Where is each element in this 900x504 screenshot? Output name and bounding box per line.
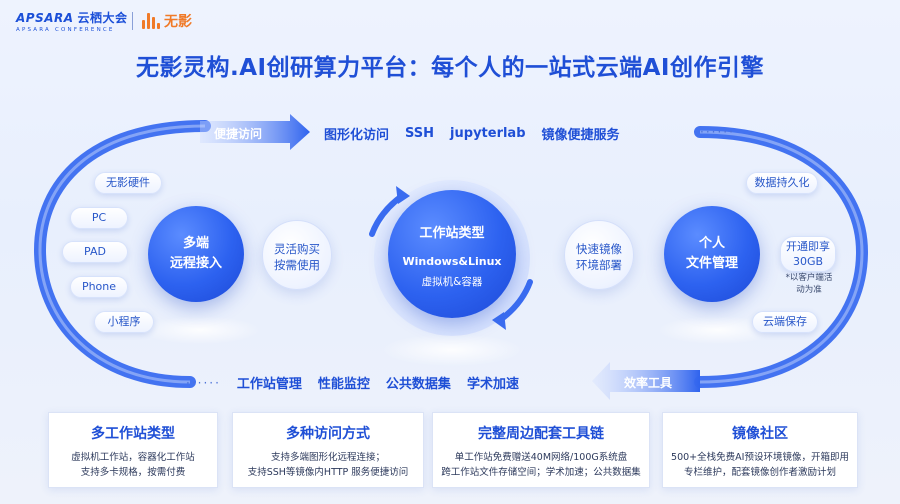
tool-item: 性能监控 xyxy=(317,377,370,392)
circle-line: 个人 xyxy=(698,236,725,251)
circle-line: 快速镜像 xyxy=(576,242,622,256)
card-title: 镜像社区 xyxy=(732,426,788,442)
pill-device: PAD xyxy=(62,241,128,263)
wuying-logo: 无影 xyxy=(142,11,192,31)
quick-image-deploy-circle: 快速镜像 环境部署 xyxy=(564,220,634,290)
circle-line: 灵活购买 xyxy=(274,242,320,256)
card-title: 完整周边配套工具链 xyxy=(478,426,604,442)
center-title: 工作站类型 xyxy=(419,226,485,241)
flexible-purchase-circle: 灵活购买 按需使用 xyxy=(262,220,332,290)
note-line: *以客户端活 xyxy=(785,273,833,283)
efficiency-tools-row: ······ 工作站管理 性能监控 公共数据集 学术加速 xyxy=(186,373,519,393)
storage-note: *以客户端活 动为准 xyxy=(778,272,840,296)
card-line: 支持多端图形化远程连接； xyxy=(270,452,385,463)
pill-cloud-save: 云端保存 xyxy=(752,311,818,333)
access-item: 镜像便捷服务 xyxy=(541,128,620,143)
circle-line: 按需使用 xyxy=(274,258,320,272)
pill-line: 开通即享 xyxy=(786,240,830,253)
logo-divider xyxy=(132,12,133,30)
page-title: 无影灵构.AI创研算力平台：每个人的一站式云端AI创作引擎 xyxy=(136,55,764,81)
personal-file-management-circle: 个人 文件管理 xyxy=(664,206,760,302)
pill-line: 30GB xyxy=(792,255,824,268)
note-line: 动为准 xyxy=(796,285,822,295)
apsara-wordmark: APSARA xyxy=(16,11,74,25)
apsara-cn-name: 云栖大会 xyxy=(77,11,128,25)
access-item: SSH xyxy=(405,126,435,141)
top-arrow xyxy=(200,114,310,150)
card-line: 支持SSH等镜像内HTTP 服务便捷访问 xyxy=(247,467,409,478)
tool-item: 工作站管理 xyxy=(236,377,302,392)
pill-data-persistence: 数据持久化 xyxy=(746,172,818,194)
tool-item: 公共数据集 xyxy=(385,377,451,392)
card-line: 跨工作站文件存储空间；学术加速；公共数据集 xyxy=(441,467,641,478)
apsara-subtitle: APSARA CONFERENCE xyxy=(16,27,115,33)
feature-card: 多工作站类型 虚拟机工作站，容器化工作站 支持多卡规格，按需付费 xyxy=(48,412,218,488)
feature-card: 完整周边配套工具链 单工作站免费赠送40M网络/100G系统盘 跨工作站文件存储… xyxy=(432,412,650,488)
circle-line: 远程接入 xyxy=(169,256,222,271)
top-arrow-label: 便捷访问 xyxy=(214,127,263,141)
workstation-type-circle: 工作站类型 Windows&Linux 虚拟机&容器 xyxy=(388,190,516,318)
center-line: Windows&Linux xyxy=(402,255,502,268)
feature-card: 多种访问方式 支持多端图形化远程连接； 支持SSH等镜像内HTTP 服务便捷访问 xyxy=(232,412,424,488)
card-title: 多工作站类型 xyxy=(91,426,175,442)
pill-free-storage: 开通即享 30GB xyxy=(780,236,836,272)
pill-device: PC xyxy=(70,207,128,229)
bottom-arrow xyxy=(592,362,700,400)
circle-line: 多端 xyxy=(182,236,209,251)
bottom-arrow-label: 效率工具 xyxy=(624,376,673,390)
center-line: 虚拟机&容器 xyxy=(421,276,483,288)
top-dots: ······ xyxy=(700,125,735,139)
left-loop-arc xyxy=(33,120,211,388)
access-item: jupyterlab xyxy=(450,126,526,141)
circle-line: 环境部署 xyxy=(576,258,622,272)
pill-device: 无影硬件 xyxy=(94,172,162,194)
right-loop-arc xyxy=(694,126,869,388)
card-line: 单工作站免费赠送40M网络/100G系统盘 xyxy=(454,452,628,463)
card-line: 虚拟机工作站，容器化工作站 xyxy=(71,452,195,463)
card-title: 多种访问方式 xyxy=(286,426,370,442)
feature-card: 镜像社区 500+全栈免费AI预设环境镜像，开箱即用 专栏维护，配套镜像创作者激… xyxy=(662,412,858,488)
multi-device-access-circle: 多端 远程接入 xyxy=(148,206,244,302)
pill-device: Phone xyxy=(70,276,128,298)
wuying-bars-icon xyxy=(142,13,160,29)
tool-item: 学术加速 xyxy=(466,377,519,392)
access-methods-row: 图形化访问 SSH jupyterlab 镜像便捷服务 xyxy=(324,124,620,143)
bottom-dots: ······ xyxy=(186,375,221,390)
pill-device: 小程序 xyxy=(94,311,154,333)
card-line: 专栏维护，配套镜像创作者激励计划 xyxy=(683,467,836,478)
access-item: 图形化访问 xyxy=(324,128,390,143)
card-line: 500+全栈免费AI预设环境镜像，开箱即用 xyxy=(671,452,849,463)
wuying-wordmark: 无影 xyxy=(164,14,192,30)
card-line: 支持多卡规格，按需付费 xyxy=(80,467,186,478)
circle-line: 文件管理 xyxy=(685,256,738,271)
